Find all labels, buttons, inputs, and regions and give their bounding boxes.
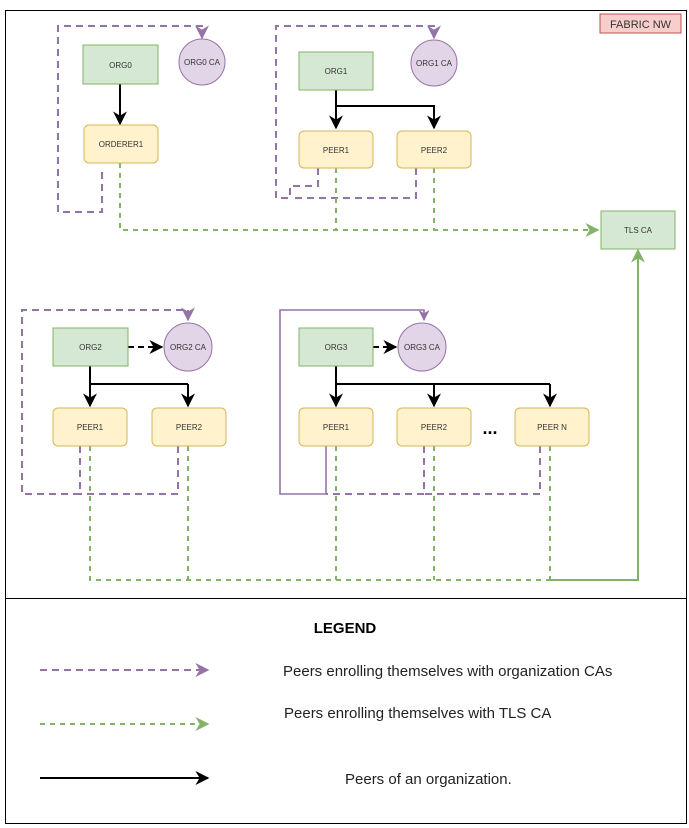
svg-text:PEER N: PEER N xyxy=(537,423,567,432)
org2-peer1-node: PEER1 xyxy=(52,407,128,447)
legend-item-org-ca: Peers enrolling themselves with organiza… xyxy=(283,663,612,680)
legend-title: LEGEND xyxy=(314,620,377,637)
org1-peers-tls-line xyxy=(335,168,435,230)
org3-node: ORG3 xyxy=(298,327,374,367)
svg-text:ORG0 CA: ORG0 CA xyxy=(184,58,221,67)
org1-peer2-node: PEER2 xyxy=(396,130,472,169)
org3-peers-ca-enroll-line xyxy=(326,446,541,495)
org3-ca-node: ORG3 CA xyxy=(397,322,447,372)
legend-item-peers: Peers of an organization. xyxy=(345,771,512,788)
svg-text:ORG2: ORG2 xyxy=(79,343,102,352)
svg-text:ORG1 CA: ORG1 CA xyxy=(416,59,453,68)
org2-node: ORG2 xyxy=(52,327,129,367)
fabric-nw-label: FABRIC NW xyxy=(610,19,672,31)
org1-peers-line xyxy=(335,90,435,128)
org2-ca-node: ORG2 CA xyxy=(163,322,213,372)
svg-text:PEER1: PEER1 xyxy=(77,423,104,432)
org1-peer1-node: PEER1 xyxy=(298,130,374,169)
org2-ca-enroll-line xyxy=(21,307,195,495)
org3-ellipsis: ... xyxy=(482,418,497,438)
org3-peer1-node: PEER1 xyxy=(298,407,374,447)
svg-text:PEER1: PEER1 xyxy=(323,146,350,155)
org3-peern-node: PEER N xyxy=(514,407,590,447)
svg-text:ORG0: ORG0 xyxy=(109,61,132,70)
org1-node: ORG1 xyxy=(298,51,374,91)
org0-node: ORG0 xyxy=(82,44,159,85)
org1-ca-enroll-line xyxy=(275,25,441,199)
fabric-nw-badge: FABRIC NW xyxy=(599,13,682,34)
svg-text:ORDERER1: ORDERER1 xyxy=(99,140,144,149)
orderer1-node: ORDERER1 xyxy=(83,124,159,164)
legend-frame xyxy=(5,598,687,824)
svg-text:PEER2: PEER2 xyxy=(421,146,448,155)
tls-ca-inbound-line xyxy=(550,248,645,581)
network-frame xyxy=(5,10,687,599)
org0-ca-node: ORG0 CA xyxy=(178,38,226,86)
svg-text:ORG1: ORG1 xyxy=(325,67,348,76)
legend-item-tls-ca: Peers enrolling themselves with TLS CA xyxy=(284,705,551,722)
org3-peer2-node: PEER2 xyxy=(396,407,472,447)
svg-text:PEER1: PEER1 xyxy=(323,423,350,432)
svg-text:PEER2: PEER2 xyxy=(176,423,203,432)
svg-text:ORG3 CA: ORG3 CA xyxy=(404,343,441,352)
svg-text:ORG2 CA: ORG2 CA xyxy=(170,343,207,352)
org3-peers-tls-line xyxy=(335,446,551,580)
org2-peer2-node: PEER2 xyxy=(151,407,227,447)
org1-ca-node: ORG1 CA xyxy=(410,39,458,87)
org3-ca-enroll-line xyxy=(279,309,430,495)
svg-text:TLS CA: TLS CA xyxy=(624,226,653,235)
org1-peer2-ca-enroll-line xyxy=(290,168,417,199)
org3-peers-line xyxy=(335,366,550,385)
tls-ca-node: TLS CA xyxy=(600,210,676,250)
orderer1-tls-line xyxy=(119,163,600,237)
svg-text:PEER2: PEER2 xyxy=(421,423,448,432)
svg-text:ORG3: ORG3 xyxy=(325,343,348,352)
org2-peer2-ca-enroll-line xyxy=(80,446,179,495)
org2-peers-line xyxy=(89,366,188,385)
